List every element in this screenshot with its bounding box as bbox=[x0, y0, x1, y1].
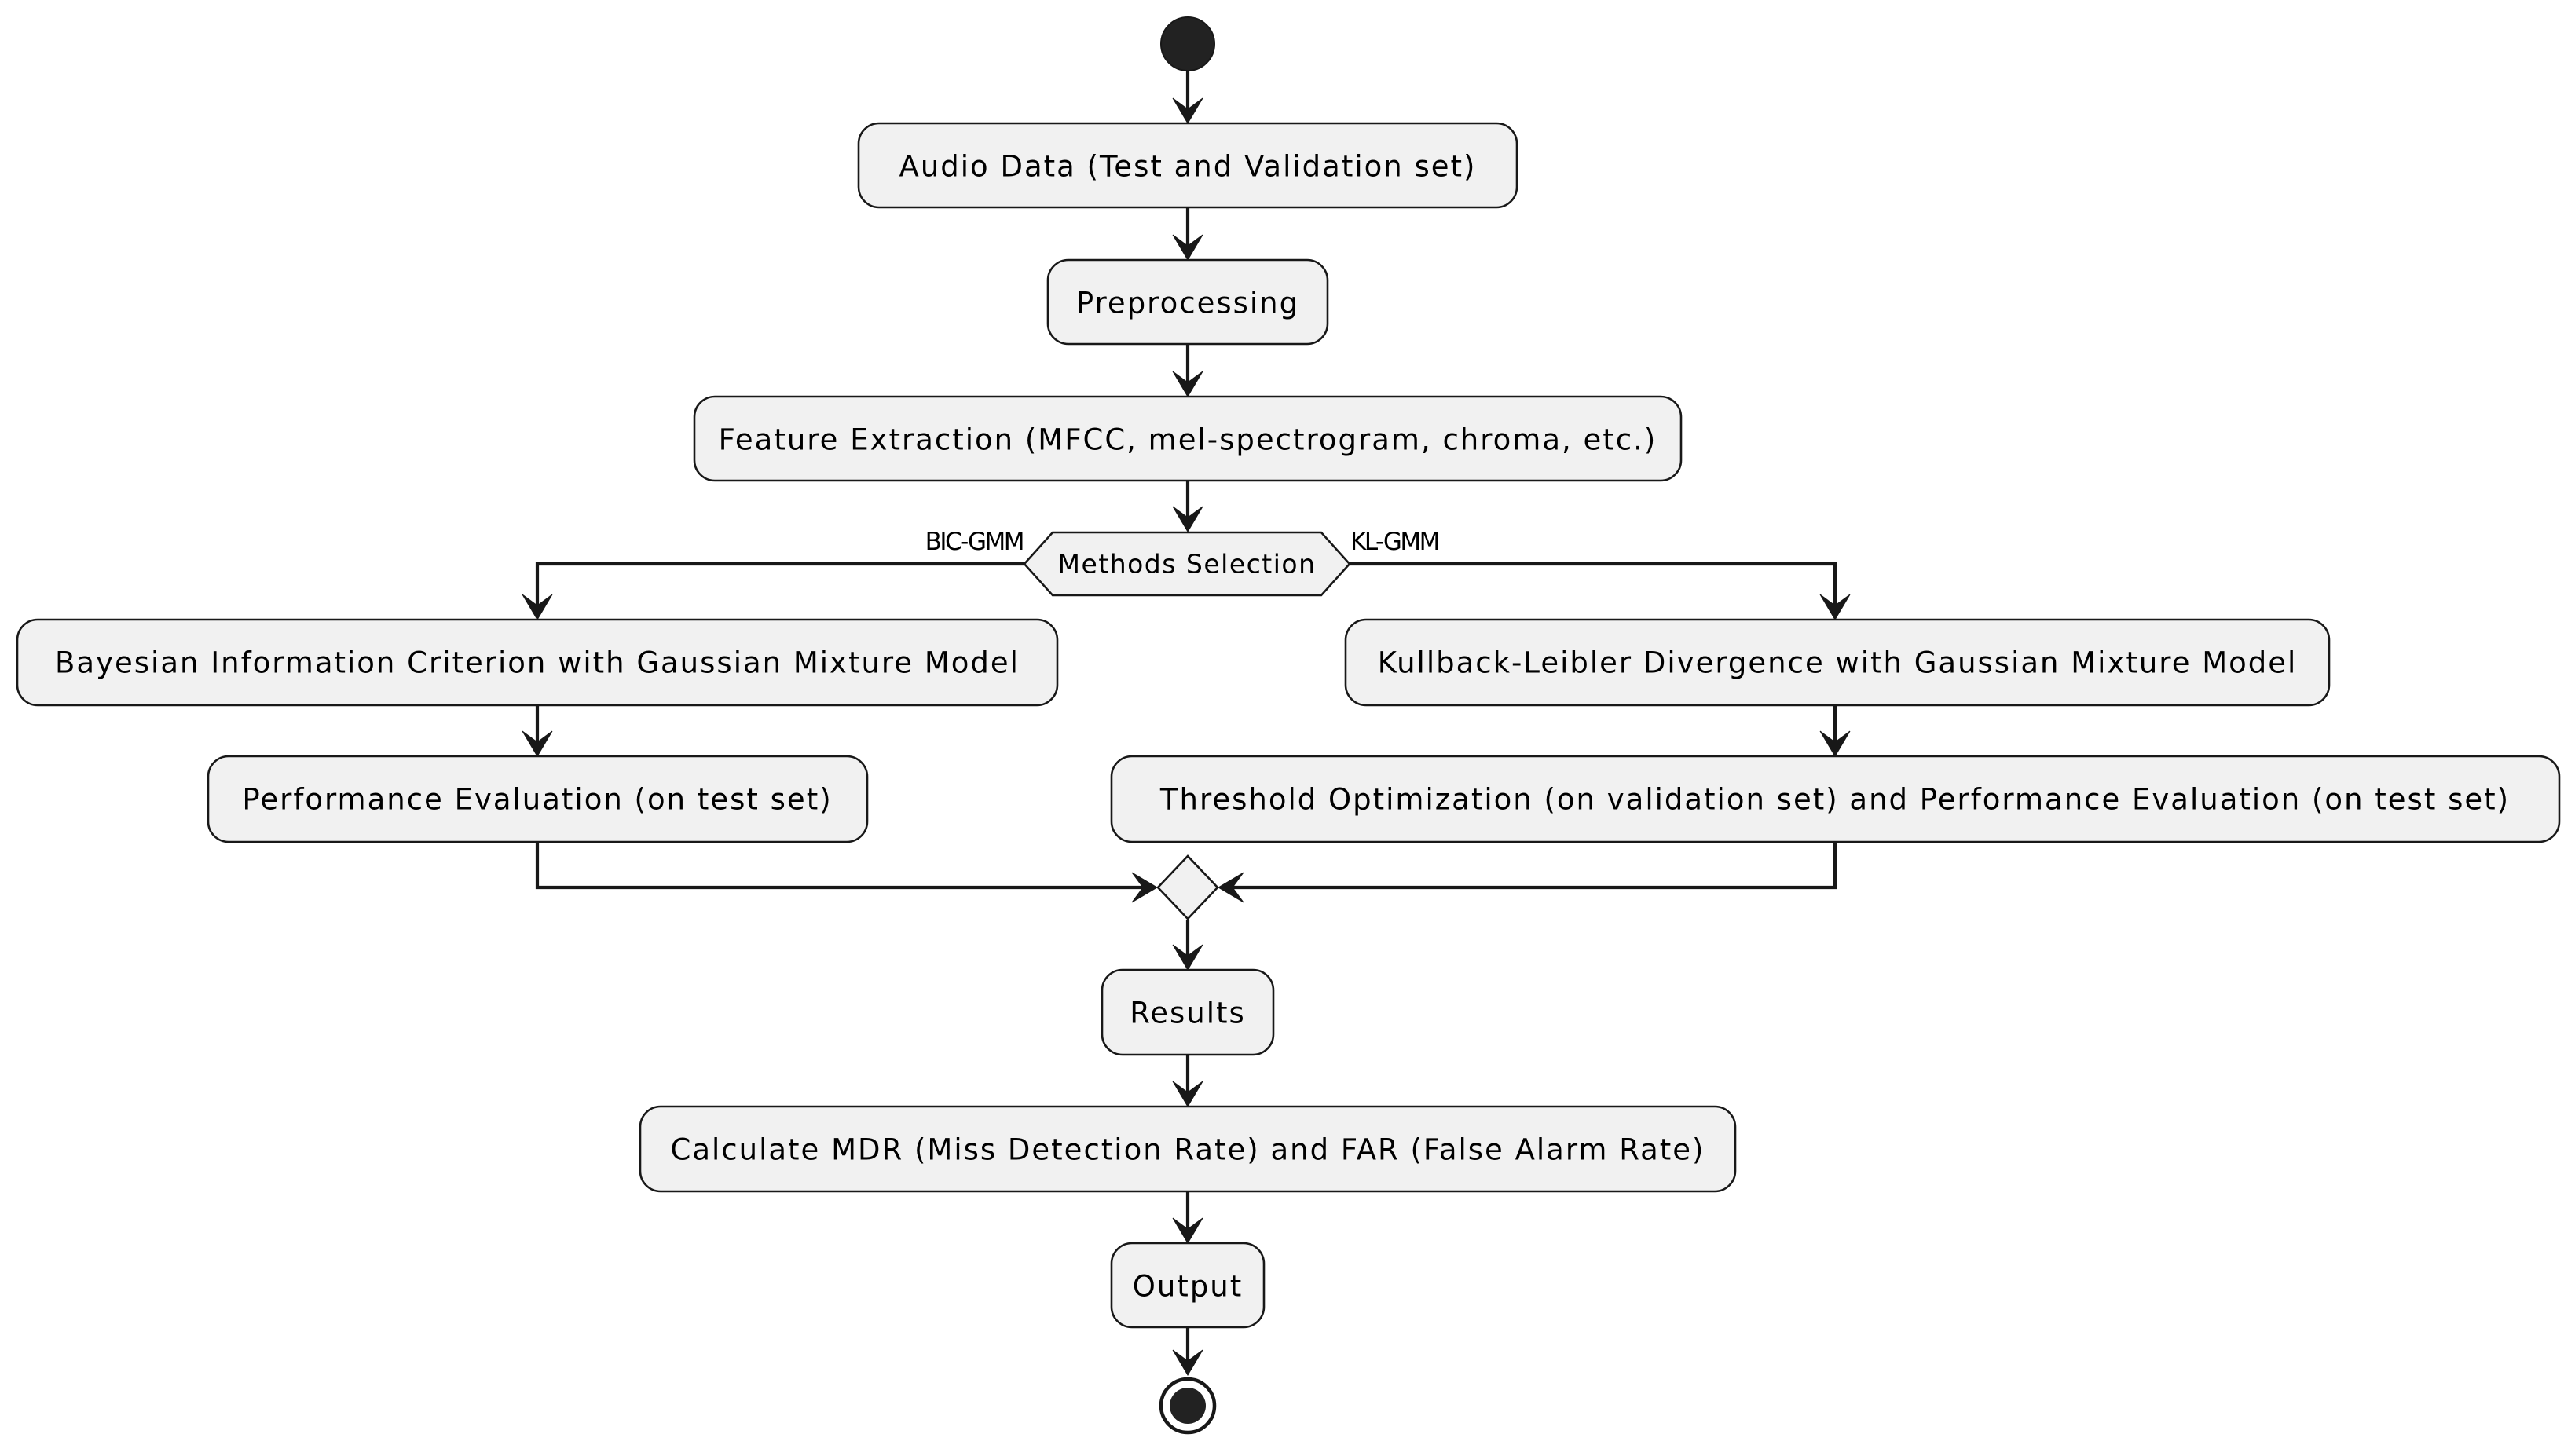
node-output: Output bbox=[1110, 1242, 1266, 1329]
node-output-label: Output bbox=[1133, 1270, 1244, 1304]
start-node bbox=[1160, 16, 1215, 71]
decision-methods-selection-label: Methods Selection bbox=[1057, 549, 1316, 580]
node-calculate-rates-label: Calculate MDR (Miss Detection Rate) and … bbox=[671, 1133, 1705, 1167]
node-preprocessing-label: Preprocessing bbox=[1076, 287, 1299, 320]
node-preprocessing: Preprocessing bbox=[1046, 258, 1329, 346]
arrowhead bbox=[1172, 234, 1203, 261]
merge-node bbox=[1156, 854, 1219, 920]
arrowhead bbox=[1819, 594, 1851, 620]
node-audio-data-label: Audio Data (Test and Validation set) bbox=[899, 150, 1477, 184]
arrowhead bbox=[1172, 1217, 1203, 1244]
decision-methods-selection: Methods Selection bbox=[1023, 531, 1351, 597]
arrowhead bbox=[1131, 872, 1158, 903]
edge-selection-to-bic bbox=[535, 562, 1024, 614]
edges bbox=[522, 70, 1851, 1376]
node-kl-gmm-method-label: Kullback-Leibler Divergence with Gaussia… bbox=[1378, 646, 2298, 680]
node-audio-data: Audio Data (Test and Validation set) bbox=[857, 122, 1518, 209]
arrowhead bbox=[522, 594, 553, 620]
arrowhead bbox=[1819, 730, 1851, 757]
node-bic-evaluation: Performance Evaluation (on test set) bbox=[207, 755, 869, 843]
node-results: Results bbox=[1101, 968, 1275, 1056]
node-bic-gmm-method: Bayesian Information Criterion with Gaus… bbox=[16, 618, 1059, 707]
arrowhead bbox=[1218, 872, 1244, 903]
branch-label-kl-gmm: KL-GMM bbox=[1350, 528, 1438, 556]
branch-label-bic-gmm: BIC-GMM bbox=[925, 528, 1023, 556]
node-kl-evaluation: Threshold Optimization (on validation se… bbox=[1110, 755, 2561, 843]
node-feature-extraction-label: Feature Extraction (MFCC, mel-spectrogra… bbox=[719, 423, 1657, 457]
arrowhead bbox=[1172, 1081, 1203, 1107]
end-node bbox=[1159, 1377, 1217, 1435]
node-results-label: Results bbox=[1130, 997, 1246, 1030]
edge-bic-eval-to-merge bbox=[535, 842, 1152, 890]
arrowhead bbox=[522, 730, 553, 757]
node-bic-evaluation-label: Performance Evaluation (on test set) bbox=[242, 783, 832, 817]
node-feature-extraction: Feature Extraction (MFCC, mel-spectrogra… bbox=[693, 395, 1683, 482]
arrowhead bbox=[1172, 97, 1203, 124]
arrowhead bbox=[1172, 506, 1203, 532]
arrowhead bbox=[1172, 1349, 1203, 1376]
arrowhead bbox=[1172, 944, 1203, 971]
node-kl-evaluation-label: Threshold Optimization (on validation se… bbox=[1159, 783, 2510, 817]
node-calculate-rates: Calculate MDR (Miss Detection Rate) and … bbox=[639, 1105, 1737, 1193]
node-bic-gmm-method-label: Bayesian Information Criterion with Gaus… bbox=[55, 646, 1020, 680]
arrowhead bbox=[1172, 371, 1203, 397]
edge-selection-to-kl bbox=[1350, 562, 1837, 614]
edge-kl-eval-to-merge bbox=[1224, 842, 1837, 890]
node-kl-gmm-method: Kullback-Leibler Divergence with Gaussia… bbox=[1344, 618, 2331, 707]
